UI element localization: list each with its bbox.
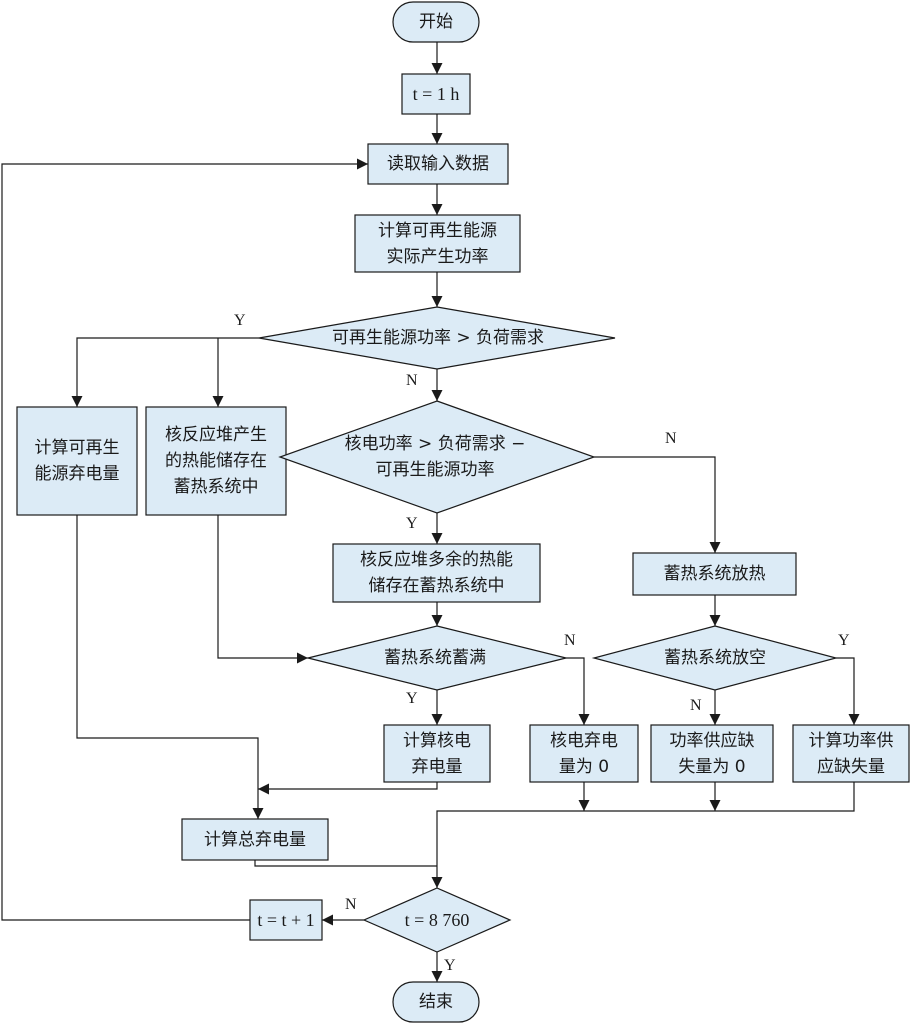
cond-storage-full-diamond xyxy=(307,625,567,691)
start-label: 开始 xyxy=(419,12,453,32)
power-shortage-zero-label: 功率供应缺 失量为 0 xyxy=(669,730,755,777)
increment-t-box xyxy=(249,899,323,941)
cond-storage-empty-label: 蓄热系统放空 xyxy=(664,648,766,668)
end-label: 结束 xyxy=(419,992,453,1012)
surplus-heat-store-box xyxy=(332,543,541,603)
edge-nuclear-curtail-to-total xyxy=(258,782,438,795)
branch-label-yes: Y xyxy=(838,632,850,649)
edge-cond1-yes-to-curtail xyxy=(71,337,259,407)
calc-renewable-label: 计算可再生能源 实际产生功率 xyxy=(378,220,497,267)
calc-total-curtail-box xyxy=(181,818,329,861)
cond-t-end-label: t = 8 760 xyxy=(404,910,470,930)
read-input-label: 读取输入数据 xyxy=(387,154,489,174)
edge-total-to-merge xyxy=(254,860,437,867)
calc-renewable-box xyxy=(354,214,521,273)
calc-renewable-curtail-box xyxy=(16,406,138,516)
calc-nuclear-curtail-label: 计算核电 弃电量 xyxy=(403,730,471,777)
edge-loop-back-to-read xyxy=(1,158,368,921)
branch-label-no: N xyxy=(564,632,576,649)
cond-renewable-gt-load-diamond xyxy=(258,306,616,370)
increment-t-label: t = t + 1 xyxy=(257,910,315,930)
surplus-heat-store-label: 核反应堆多余的热能 储存在蓄热系统中 xyxy=(360,550,513,596)
branch-label-no: N xyxy=(406,372,418,389)
edge-curtail-to-total xyxy=(76,515,264,819)
branch-label-yes: Y xyxy=(234,312,246,329)
thermal-discharge-box xyxy=(632,552,797,596)
branch-label-no: N xyxy=(345,896,357,913)
calc-power-shortage-label: 计算功率供 应缺失量 xyxy=(808,730,894,777)
cond-t-end-diamond xyxy=(362,887,512,953)
nuclear-curtail-zero-label: 核电弃电 量为 0 xyxy=(550,730,618,777)
calc-power-shortage-box xyxy=(792,724,910,783)
power-shortage-zero-box xyxy=(650,724,774,783)
nuclear-curtail-zero-box xyxy=(529,724,639,783)
cond-renewable-gt-load-label: 可再生能源功率 > 负荷需求 xyxy=(331,328,545,348)
branch-label-no: N xyxy=(665,430,677,447)
branch-label-yes: Y xyxy=(406,690,418,707)
start-terminal xyxy=(392,1,480,43)
calc-total-curtail-label: 计算总弃电量 xyxy=(204,829,306,850)
edge-merge-to-cond-t xyxy=(431,782,855,888)
thermal-discharge-label: 蓄热系统放热 xyxy=(663,564,766,584)
end-terminal xyxy=(392,981,480,1023)
cond-storage-full-label: 蓄热系统蓄满 xyxy=(384,648,486,668)
calc-renewable-curtail-label: 计算可再生 能源弃电量 xyxy=(34,438,120,484)
read-input-box xyxy=(367,143,509,185)
calc-nuclear-curtail-box xyxy=(383,724,491,783)
cond-nuclear-gt-net-diamond xyxy=(278,400,596,514)
edge-heat-store-to-full xyxy=(217,515,308,664)
edge-full-no-to-zero xyxy=(566,657,590,725)
nuclear-heat-store-label: 核反应堆产生 的热能储存在 蓄热系统中 xyxy=(165,425,267,497)
init-t-box xyxy=(401,73,471,115)
cond-storage-empty-diamond xyxy=(591,625,839,691)
branch-label-yes: Y xyxy=(444,957,456,974)
branch-label-yes: Y xyxy=(406,515,418,532)
edge-cond2-no-to-discharge xyxy=(594,456,721,553)
nuclear-heat-store-box xyxy=(145,406,287,516)
cond-nuclear-gt-net-label: 核电功率 > 负荷需求 − 可再生能源功率 xyxy=(344,434,526,480)
edge-empty-yes-to-shortage xyxy=(836,657,860,725)
branch-label-no: N xyxy=(690,697,702,714)
init-t-label: t = 1 h xyxy=(412,84,460,104)
